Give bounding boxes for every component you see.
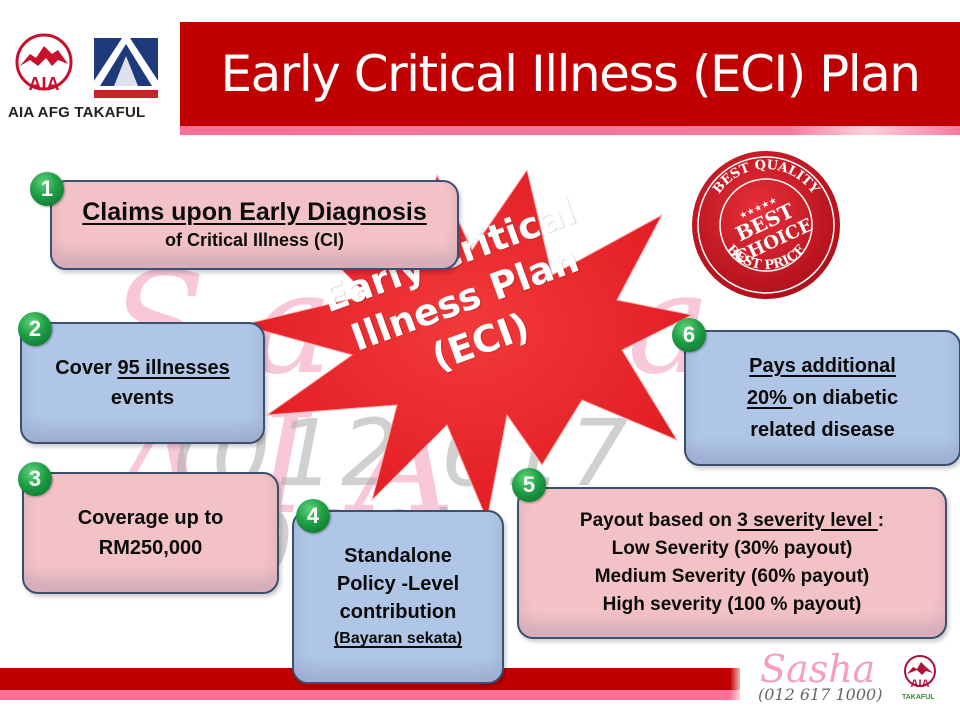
feature-2-line2: events [110,387,175,409]
badge-5: 5 [512,468,546,502]
footer-phone: (012 617 1000) [758,685,883,704]
feature-card-3: Coverage up to RM250,000 [22,472,279,594]
feature-1-line1: Claims upon Early Diagnosis [82,198,427,226]
feature-5-line4: High severity (100 % payout) [602,594,862,615]
feature-4-line4: (Bayaran sekata) [333,630,463,647]
feature-6-highlight: 20% [746,387,793,409]
feature-5-prefix: Payout based on [579,510,738,531]
feature-5-line2: Low Severity (30% payout) [611,538,853,559]
feature-1-line2: of Critical Illness (CI) [164,230,345,250]
footer-signature: Sasha [760,647,876,691]
afg-logo [86,30,166,102]
badge-3: 3 [18,462,52,496]
feature-4-line2: Policy -Level [336,573,460,595]
feature-5-line1: Payout based on 3 severity level : [580,507,884,535]
feature-3-line2: RM250,000 [98,537,203,559]
badge-4: 4 [296,499,330,533]
svg-text:AIA: AIA [29,74,60,94]
feature-2-highlight: 95 illnesses [117,357,230,379]
feature-6-suffix: on diabetic [792,387,899,409]
feature-5-highlight: 3 severity level [737,510,878,531]
feature-6-line1: Pays additional [749,355,896,377]
feature-2-line1: Cover 95 illnesses [55,353,230,383]
badge-6: 6 [672,318,706,352]
title-underline-strip [180,126,960,135]
aia-logo: AIA [12,32,76,102]
feature-card-1: Claims upon Early Diagnosis of Critical … [50,180,459,270]
footer-pink-bar [0,690,740,700]
best-choice-seal: BEST QUALITY BEST PRICE ★★★★★ BEST CHOIC… [688,147,844,303]
page-title: Early Critical Illness (ECI) Plan [220,45,921,103]
feature-3-line1: Coverage up to [77,507,224,529]
feature-5-suffix: : [877,510,885,531]
feature-card-4: Standalone Policy -Level contribution (B… [292,510,504,684]
badge-2: 2 [18,312,52,346]
feature-5-line3: Medium Severity (60% payout) [594,566,870,587]
footer-fade [730,668,744,700]
feature-4-line3: contribution [339,601,457,623]
aia-afg-takaful-label: AIA AFG TAKAFUL [8,104,146,121]
feature-card-2: Cover 95 illnesses events [20,322,265,444]
footer-takaful-label: TAKAFUL [902,694,935,701]
svg-text:AIA: AIA [911,678,930,690]
badge-1: 1 [30,172,64,206]
feature-6-line2: 20% on diabetic [747,382,898,414]
feature-4-line1: Standalone [344,545,452,567]
footer-aia-logo: AIA [902,654,938,692]
title-bar [180,22,960,126]
feature-2-prefix: Cover [55,357,118,379]
feature-card-6: Pays additional 20% on diabetic related … [684,330,960,466]
feature-6-line3: related disease [750,419,895,441]
feature-card-5: Payout based on 3 severity level : Low S… [517,487,947,639]
